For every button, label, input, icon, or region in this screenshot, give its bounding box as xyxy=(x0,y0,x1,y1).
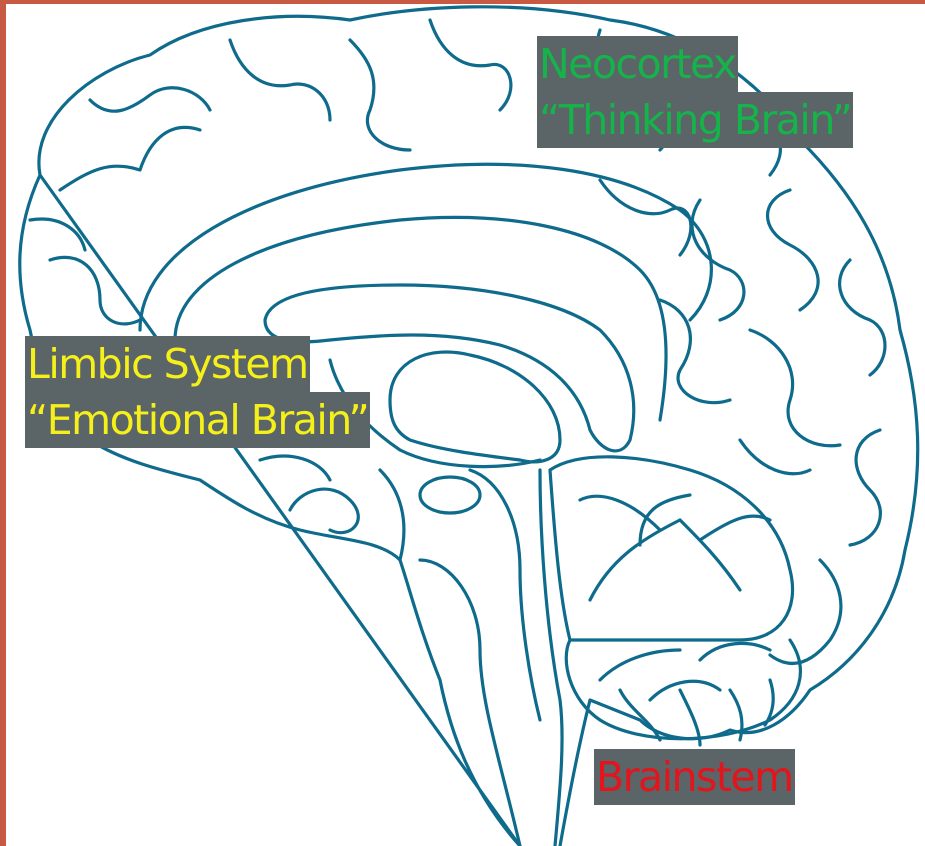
label-neocortex: Neocortex “Thinking Brain” xyxy=(537,36,853,148)
label-brainstem: Brainstem xyxy=(594,749,795,805)
gyrus-fold xyxy=(740,440,810,474)
gyrus-fold xyxy=(750,330,840,446)
gyrus-fold xyxy=(768,190,819,310)
gyrus-fold xyxy=(850,430,880,545)
gyrus-fold xyxy=(230,40,330,120)
gyrus-fold xyxy=(692,200,744,320)
cerebellum-outline xyxy=(550,457,793,640)
label-limbic-line2: “Emotional Brain” xyxy=(25,392,370,448)
thalamus-outline xyxy=(390,352,560,462)
cingulate-gyrus xyxy=(140,164,711,330)
gyrus-fold xyxy=(60,127,200,190)
gyrus-fold xyxy=(430,20,511,110)
midbrain-outline xyxy=(470,470,540,720)
gyrus-fold xyxy=(350,40,410,150)
label-brainstem-line1: Brainstem xyxy=(594,749,795,805)
gyrus-fold xyxy=(840,260,885,375)
pineal-body xyxy=(420,477,480,513)
gyrus-fold xyxy=(90,88,210,111)
label-neocortex-line1: Neocortex xyxy=(537,36,738,92)
arbor-vitae xyxy=(580,495,770,600)
gyrus-fold xyxy=(260,456,330,480)
pituitary-curve xyxy=(380,470,404,560)
label-limbic-line1: Limbic System xyxy=(25,336,310,392)
medulla-outline xyxy=(540,470,562,846)
hypothalamus-curve xyxy=(290,489,358,533)
arbor-vitae xyxy=(600,643,770,700)
label-neocortex-line2: “Thinking Brain” xyxy=(537,92,853,148)
label-limbic-system: Limbic System “Emotional Brain” xyxy=(25,336,370,448)
gyrus-fold xyxy=(50,257,140,324)
pons-outline xyxy=(420,560,520,846)
gyrus-fold xyxy=(770,560,841,663)
